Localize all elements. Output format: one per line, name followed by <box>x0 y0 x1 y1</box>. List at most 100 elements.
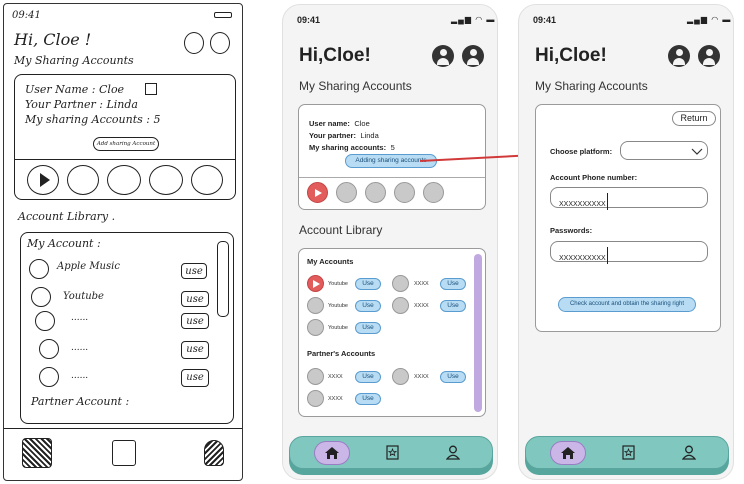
play-icon[interactable] <box>307 182 328 203</box>
sharing-count-value: 5 <box>390 143 395 152</box>
sketch-home-icon[interactable] <box>22 438 52 468</box>
nav-profile-tab[interactable] <box>445 445 461 465</box>
sketch-use-button[interactable]: use <box>181 313 209 329</box>
account-icon <box>307 319 324 336</box>
account-icon <box>307 390 324 407</box>
sketch-account-circle[interactable] <box>107 165 141 195</box>
section-title: My Sharing Accounts <box>535 79 648 93</box>
sketch-library-title: Account Library . <box>18 210 116 223</box>
sketch-use-button[interactable]: use <box>181 341 209 359</box>
user-name-label: User name: <box>309 119 350 128</box>
use-button[interactable]: Use <box>355 322 381 334</box>
sketch-my-account: My Account : <box>27 237 101 250</box>
bottom-nav <box>289 436 493 469</box>
card-divider <box>299 177 485 178</box>
sketch-add-button[interactable]: Add sharing Account <box>93 137 159 151</box>
use-button[interactable]: Use <box>355 371 381 383</box>
greeting-title: Hi,Cloe! <box>535 45 607 66</box>
platform-label: Choose platform: <box>550 147 613 156</box>
sketch-battery-icon <box>214 12 232 18</box>
sharing-accounts-card: User name: Cloe Your partner: Linda My s… <box>298 104 486 210</box>
chevron-down-icon <box>691 148 703 155</box>
nav-favorites-tab[interactable] <box>386 445 399 465</box>
sketch-item-name: Apple Music <box>57 261 120 272</box>
partner-label: Your partner: <box>309 131 356 140</box>
sketch-item-name: ...... <box>71 371 89 381</box>
platform-select[interactable] <box>620 141 708 160</box>
sketch-use-button[interactable]: use <box>181 369 209 387</box>
account-name: Youtube <box>328 303 348 309</box>
partners-accounts-title: Partner's Accounts <box>307 349 376 358</box>
phone-number-value: XXXXXXXXXX <box>559 201 606 208</box>
account-circle[interactable] <box>423 182 444 203</box>
password-input[interactable]: XXXXXXXXXX <box>550 241 708 264</box>
password-label: Passwords: <box>550 226 593 235</box>
status-time: 09:41 <box>533 15 557 25</box>
nav-home-tab[interactable] <box>314 441 350 465</box>
account-icon <box>307 297 324 314</box>
my-accounts-title: My Accounts <box>307 257 354 266</box>
use-button[interactable]: Use <box>355 393 381 405</box>
status-time: 09:41 <box>297 15 321 25</box>
sketch-section-title: My Sharing Accounts <box>14 54 134 67</box>
account-name: XXXX <box>328 396 343 402</box>
library-title: Account Library <box>299 223 383 237</box>
use-button[interactable]: Use <box>355 300 381 312</box>
sketch-item-name: ...... <box>71 343 89 353</box>
sketch-nav-divider <box>4 428 242 429</box>
sketch-greeting: Hi, Cloe ! <box>14 30 92 49</box>
phone-number-input[interactable]: XXXXXXXXXX <box>550 187 708 210</box>
nav-favorites-tab[interactable] <box>622 445 635 465</box>
sketch-avatar-icon[interactable] <box>210 32 230 54</box>
star-card-icon <box>386 445 399 460</box>
add-sharing-account-button[interactable]: Adding sharing accounts <box>345 154 437 168</box>
use-button[interactable]: Use <box>440 300 466 312</box>
sketch-account-circle[interactable] <box>67 165 99 195</box>
sketch-scrollbar[interactable] <box>217 241 229 317</box>
sketch-item-icon <box>31 287 51 307</box>
sketch-profile-icon[interactable] <box>204 440 224 466</box>
sketch-library-card: My Account : Apple Music use Youtube use… <box>20 232 234 424</box>
check-account-button[interactable]: Check account and obtain the sharing rig… <box>558 297 696 312</box>
account-library-card: My Accounts Youtube Use XXXX Use Youtube… <box>298 248 486 417</box>
sketch-status-time: 09:41 <box>12 10 41 21</box>
nav-home-tab[interactable] <box>550 441 586 465</box>
sketch-card-icon[interactable] <box>112 440 136 466</box>
sketch-sharing-count: My sharing Accounts : 5 <box>25 113 161 126</box>
sketch-use-button[interactable]: use <box>181 263 207 279</box>
bottom-nav <box>525 436 729 469</box>
use-button[interactable]: Use <box>355 278 381 290</box>
nav-profile-tab[interactable] <box>681 445 697 465</box>
sketch-use-button[interactable]: use <box>181 291 209 307</box>
avatar-icon[interactable] <box>432 45 454 67</box>
use-button[interactable]: Use <box>440 278 466 290</box>
add-account-form-card: Return Choose platform: Account Phone nu… <box>535 104 721 332</box>
use-button[interactable]: Use <box>440 371 466 383</box>
account-name: XXXX <box>414 374 429 380</box>
sketch-sharing-card: User Name : Cloe Your Partner : Linda My… <box>14 74 236 200</box>
sketch-avatar-icon[interactable] <box>184 32 204 54</box>
section-title: My Sharing Accounts <box>299 79 412 93</box>
sketch-panel: 09:41 Hi, Cloe ! My Sharing Accounts Use… <box>3 3 243 481</box>
sketch-play-icon[interactable] <box>27 165 59 195</box>
account-icon <box>307 368 324 385</box>
account-name: XXXX <box>328 374 343 380</box>
sketch-account-circle[interactable] <box>149 165 183 195</box>
account-circle[interactable] <box>365 182 386 203</box>
phone-number-label: Account Phone number: <box>550 173 638 182</box>
avatar-icon[interactable] <box>462 45 484 67</box>
sketch-item-icon <box>39 339 59 359</box>
greeting-title: Hi,Cloe! <box>299 45 371 66</box>
return-button[interactable]: Return <box>672 111 716 126</box>
person-icon <box>681 445 697 460</box>
account-circle[interactable] <box>336 182 357 203</box>
sketch-edit-icon[interactable] <box>145 83 157 95</box>
status-icons: ▂▄▆ ◠ ▬ <box>687 15 732 24</box>
account-icon <box>392 368 409 385</box>
sketch-user-name: User Name : Cloe <box>25 83 125 96</box>
avatar-icon[interactable] <box>698 45 720 67</box>
library-scrollbar[interactable] <box>474 254 482 412</box>
sketch-account-circle[interactable] <box>191 165 223 195</box>
account-circle[interactable] <box>394 182 415 203</box>
avatar-icon[interactable] <box>668 45 690 67</box>
